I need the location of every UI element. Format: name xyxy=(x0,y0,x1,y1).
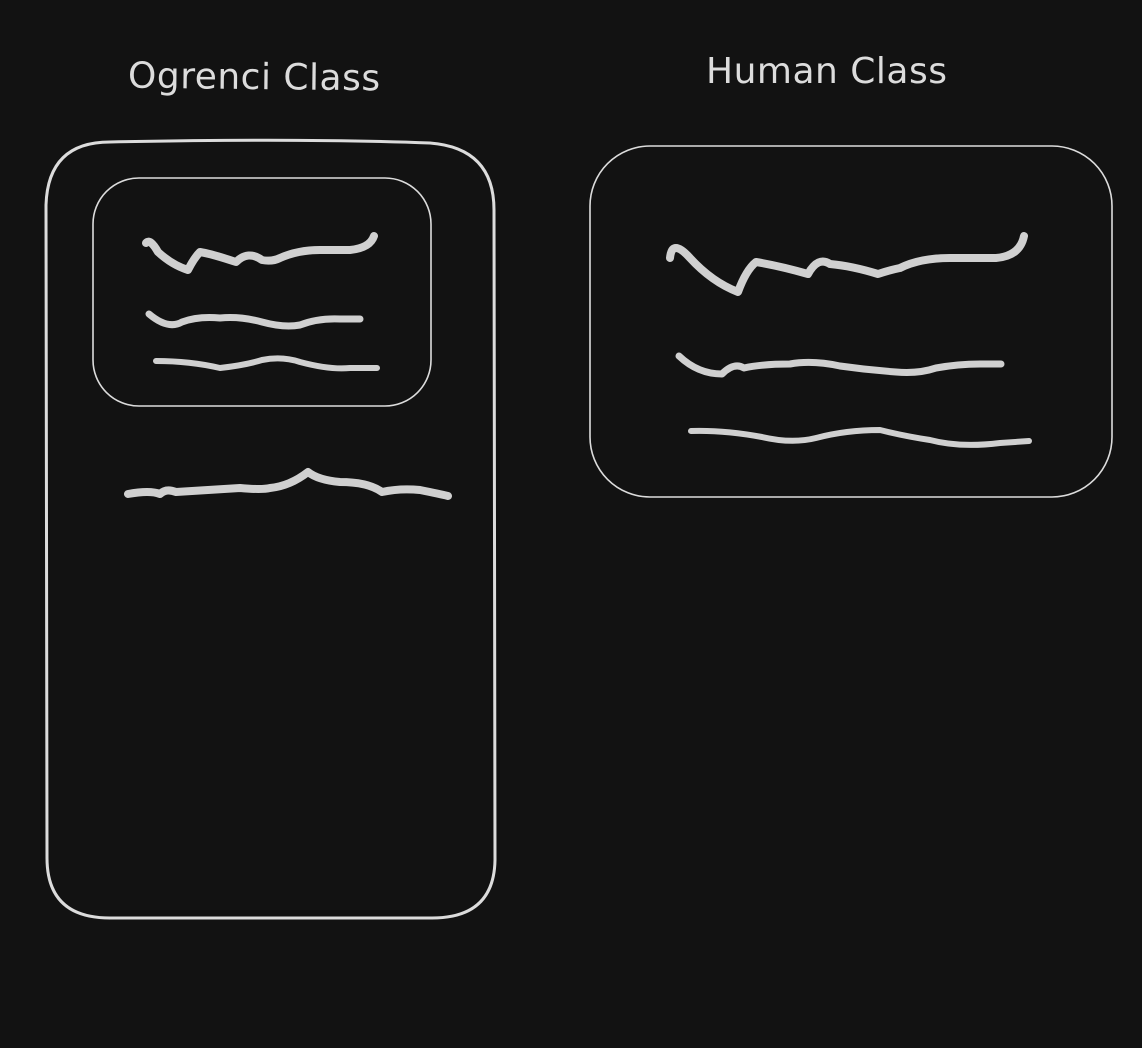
scribble-line xyxy=(145,310,364,330)
scribble-line xyxy=(688,427,1032,448)
scribble-line xyxy=(666,232,1028,296)
human-class-box[interactable] xyxy=(589,145,1113,498)
scribble-line xyxy=(124,468,452,500)
ogrenci-class-box[interactable] xyxy=(44,138,497,920)
scribble-line xyxy=(675,352,1005,378)
scribble-line xyxy=(153,355,380,372)
scribble-line xyxy=(142,232,378,274)
human-class-title: Human Class xyxy=(706,51,948,92)
ogrenci-inner-human-box[interactable] xyxy=(92,177,432,407)
